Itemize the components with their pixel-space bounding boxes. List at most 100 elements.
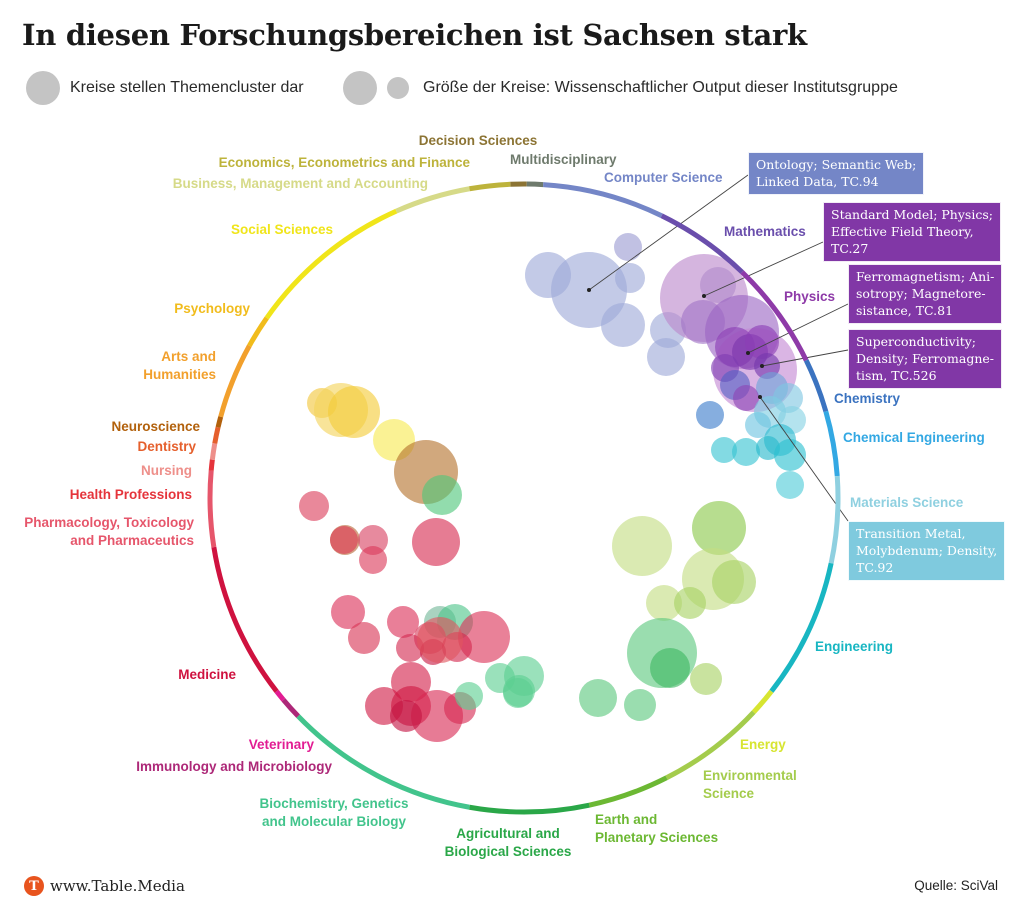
- ring-arc-dentistry: [212, 426, 221, 444]
- ring-arc-nursing: [209, 443, 218, 461]
- ring-arc-pharma: [207, 470, 217, 548]
- bubble-40: [358, 525, 388, 555]
- bubble-75: [624, 689, 656, 721]
- callout-anchor-dot-2: [746, 351, 750, 355]
- callout-anchor-dot-1: [702, 294, 706, 298]
- bubble-72: [650, 648, 690, 688]
- bubble-51: [396, 634, 424, 662]
- ring-arc-agri: [469, 802, 590, 815]
- ring-arc-social: [264, 208, 398, 320]
- ring-arc-bio: [296, 714, 470, 810]
- category-label-chem: Chemistry: [834, 391, 901, 406]
- bubble-53: [417, 617, 463, 663]
- bubble-29: [776, 471, 804, 499]
- callout-anchor-dot-3: [760, 364, 764, 368]
- bubble-30: [696, 401, 724, 429]
- legend-item-clusters: Kreise stellen Themencluster dar: [26, 68, 304, 108]
- ring-arc-env: [665, 710, 756, 781]
- bubble-66: [692, 501, 746, 555]
- category-label-eng: Engineering: [815, 639, 893, 654]
- category-label-econ: Economics, Econometrics and Finance: [219, 155, 471, 170]
- legend-circle-large-icon: [343, 71, 377, 105]
- bubble-23: [745, 412, 771, 438]
- ring-arc-medicine: [211, 546, 279, 693]
- ring-arc-health: [208, 459, 215, 471]
- bubble-69: [646, 585, 682, 621]
- ring-arc-multi: [526, 181, 544, 188]
- bubble-42: [412, 518, 460, 566]
- bubble-3: [615, 263, 645, 293]
- legend-label-size: Größe der Kreise: Wissenschaftlicher Out…: [423, 79, 898, 96]
- bubble-37: [299, 491, 329, 521]
- bubble-28: [774, 439, 806, 471]
- bubble-36: [422, 475, 462, 515]
- category-label-physics: Physics: [784, 289, 835, 304]
- bubble-44: [348, 622, 380, 654]
- ring-arc-arts: [218, 344, 252, 418]
- bubble-64: [503, 678, 533, 708]
- ring-arc-chemeng: [823, 410, 840, 477]
- category-label-immuno: Immunology and Microbiology: [136, 759, 332, 774]
- ring-arc-eng: [769, 562, 834, 693]
- table-media-logo-icon: T: [24, 876, 44, 896]
- bubble-0: [614, 233, 642, 261]
- callout-box-4: Transition Metal, Molybdenum; Density, T…: [848, 521, 1006, 581]
- brand-url: www.Table.Media: [50, 877, 185, 895]
- bubble-26: [711, 437, 737, 463]
- category-label-matsci: Materials Science: [850, 495, 964, 510]
- callout-leader-4: [759, 396, 849, 522]
- ring-arc-cs: [543, 182, 663, 219]
- legend-item-size: Größe der Kreise: Wissenschaftlicher Out…: [343, 68, 898, 108]
- legend-circle-small-icon: [387, 77, 409, 99]
- bubble-43: [331, 595, 365, 629]
- page-title: In diesen Forschungsbereichen ist Sachse…: [22, 18, 807, 52]
- legend-label-clusters: Kreise stellen Themencluster dar: [70, 79, 304, 96]
- ring-arc-matsci: [828, 475, 841, 564]
- bubble-41: [359, 546, 387, 574]
- callout-box-1: Standard Model; Physics; Effective Field…: [823, 202, 1001, 262]
- bubble-39: [330, 526, 358, 554]
- ring-arc-immuno: [281, 698, 300, 718]
- ring-arc-math: [660, 213, 744, 274]
- category-label-social: Social Sciences: [231, 222, 333, 237]
- ring-arc-vet: [274, 689, 286, 702]
- bubble-33: [328, 386, 380, 438]
- callout-leader-2: [747, 303, 849, 354]
- category-label-health: Health Professions: [70, 487, 192, 502]
- callout-leader-1: [703, 241, 824, 297]
- category-label-chemeng: Chemical Engineering: [843, 430, 985, 445]
- category-label-decision: Decision Sciences: [419, 133, 538, 148]
- category-label-nursing: Nursing: [141, 463, 192, 478]
- footer-brand: T www.Table.Media: [24, 876, 185, 896]
- category-label-business: Business, Management and Accounting: [173, 176, 428, 191]
- category-label-medicine: Medicine: [178, 667, 236, 682]
- ring-arc-energy: [751, 689, 774, 714]
- category-label-psych: Psychology: [174, 301, 250, 316]
- category-labels: Decision SciencesMultidisciplinaryComput…: [24, 133, 985, 859]
- ring-arc-neuro: [215, 416, 224, 428]
- bubble-68: [712, 560, 756, 604]
- ring-arc-econ: [469, 181, 511, 192]
- bubble-74: [579, 679, 617, 717]
- bubble-73: [690, 663, 722, 695]
- ring-arc-business: [395, 186, 470, 214]
- source-credit: Quelle: SciVal: [914, 878, 998, 893]
- bubble-65: [612, 516, 672, 576]
- bubble-60: [455, 682, 483, 710]
- bubble-6: [647, 338, 685, 376]
- bubble-70: [674, 587, 706, 619]
- ring-arc-psych: [247, 316, 269, 347]
- category-label-math: Mathematics: [724, 224, 806, 239]
- bubble-14: [745, 325, 779, 359]
- ring-arc-physics: [740, 270, 809, 362]
- category-label-multi: Multidisciplinary: [510, 152, 617, 167]
- bubble-58: [390, 700, 422, 732]
- bubble-45: [387, 606, 419, 638]
- category-label-cs: Computer Science: [604, 170, 723, 185]
- callout-leader-0: [588, 174, 749, 291]
